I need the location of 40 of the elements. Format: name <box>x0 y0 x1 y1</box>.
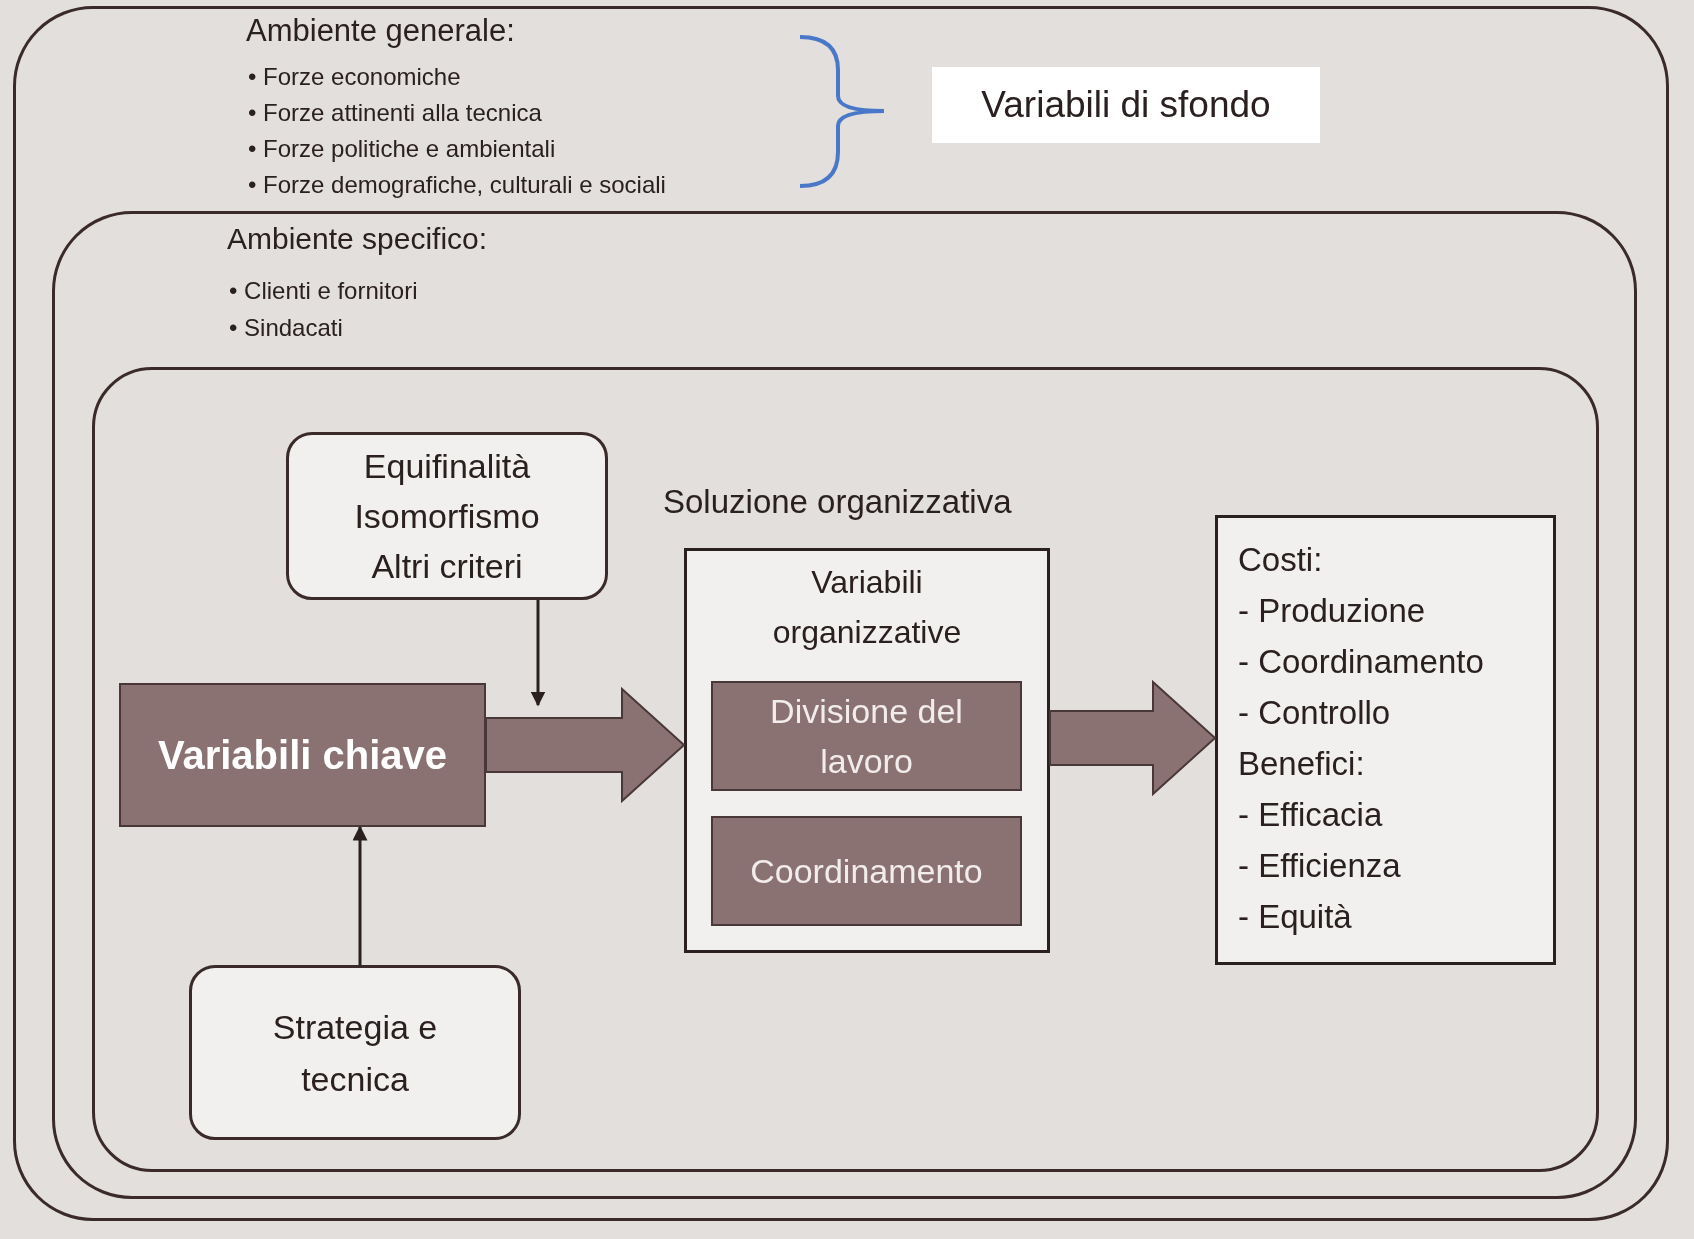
box-text: Benefici: <box>1238 744 1366 784</box>
variable-box <box>711 816 1022 926</box>
block-arrow <box>485 686 686 804</box>
strategy-box <box>189 965 521 1140</box>
callout-box <box>932 67 1320 143</box>
environment-panel <box>52 211 1637 1199</box>
organization-panel <box>92 367 1599 1172</box>
box-text: - Coordinamento <box>1238 642 1484 682</box>
heading: Ambiente specifico: <box>227 222 488 256</box>
box-text: - Efficienza <box>1238 846 1402 886</box>
bullet-item: • Forze economiche <box>248 62 462 92</box>
outcome-box <box>1215 515 1556 965</box>
box-text: - Efficacia <box>1238 795 1384 835</box>
criteria-box <box>286 432 608 600</box>
box-text: - Controllo <box>1238 693 1392 733</box>
arrow <box>352 825 368 965</box>
box-text: Coordinamento <box>750 851 983 892</box>
heading: Soluzione organizzativa <box>663 483 1012 521</box>
environment-panel <box>13 6 1669 1221</box>
arrow <box>530 600 546 707</box>
box-text: Variabili chiave <box>157 732 448 779</box>
box-text: Isomorfismo <box>354 496 540 537</box>
box-text: - Produzione <box>1238 591 1427 631</box>
heading: Ambiente generale: <box>246 13 515 49</box>
block-arrow <box>1049 679 1217 797</box>
box-text: - Equità <box>1238 897 1353 937</box>
box-text: Variabili organizzative <box>771 563 963 652</box>
box-text: Equifinalità <box>363 446 531 487</box>
variable-box <box>711 681 1022 791</box>
box-text: Altri criteri <box>371 546 523 587</box>
bullet-item: • Forze demografiche, culturali e sociali <box>248 170 666 200</box>
bullet-item: • Forze attinenti alla tecnica <box>248 98 543 128</box>
box-text: Divisione del lavoro <box>769 691 964 782</box>
bullet-item: • Clienti e fornitori <box>229 276 418 306</box>
box-text: Strategia e tecnica <box>271 1006 439 1100</box>
bullet-item: • Sindacati <box>229 313 344 343</box>
box-text: Costi: <box>1238 540 1324 580</box>
box-text: Variabili di sfondo <box>981 83 1271 127</box>
key-variable-box <box>119 683 486 827</box>
bullet-item: • Forze politiche e ambientali <box>248 134 557 164</box>
